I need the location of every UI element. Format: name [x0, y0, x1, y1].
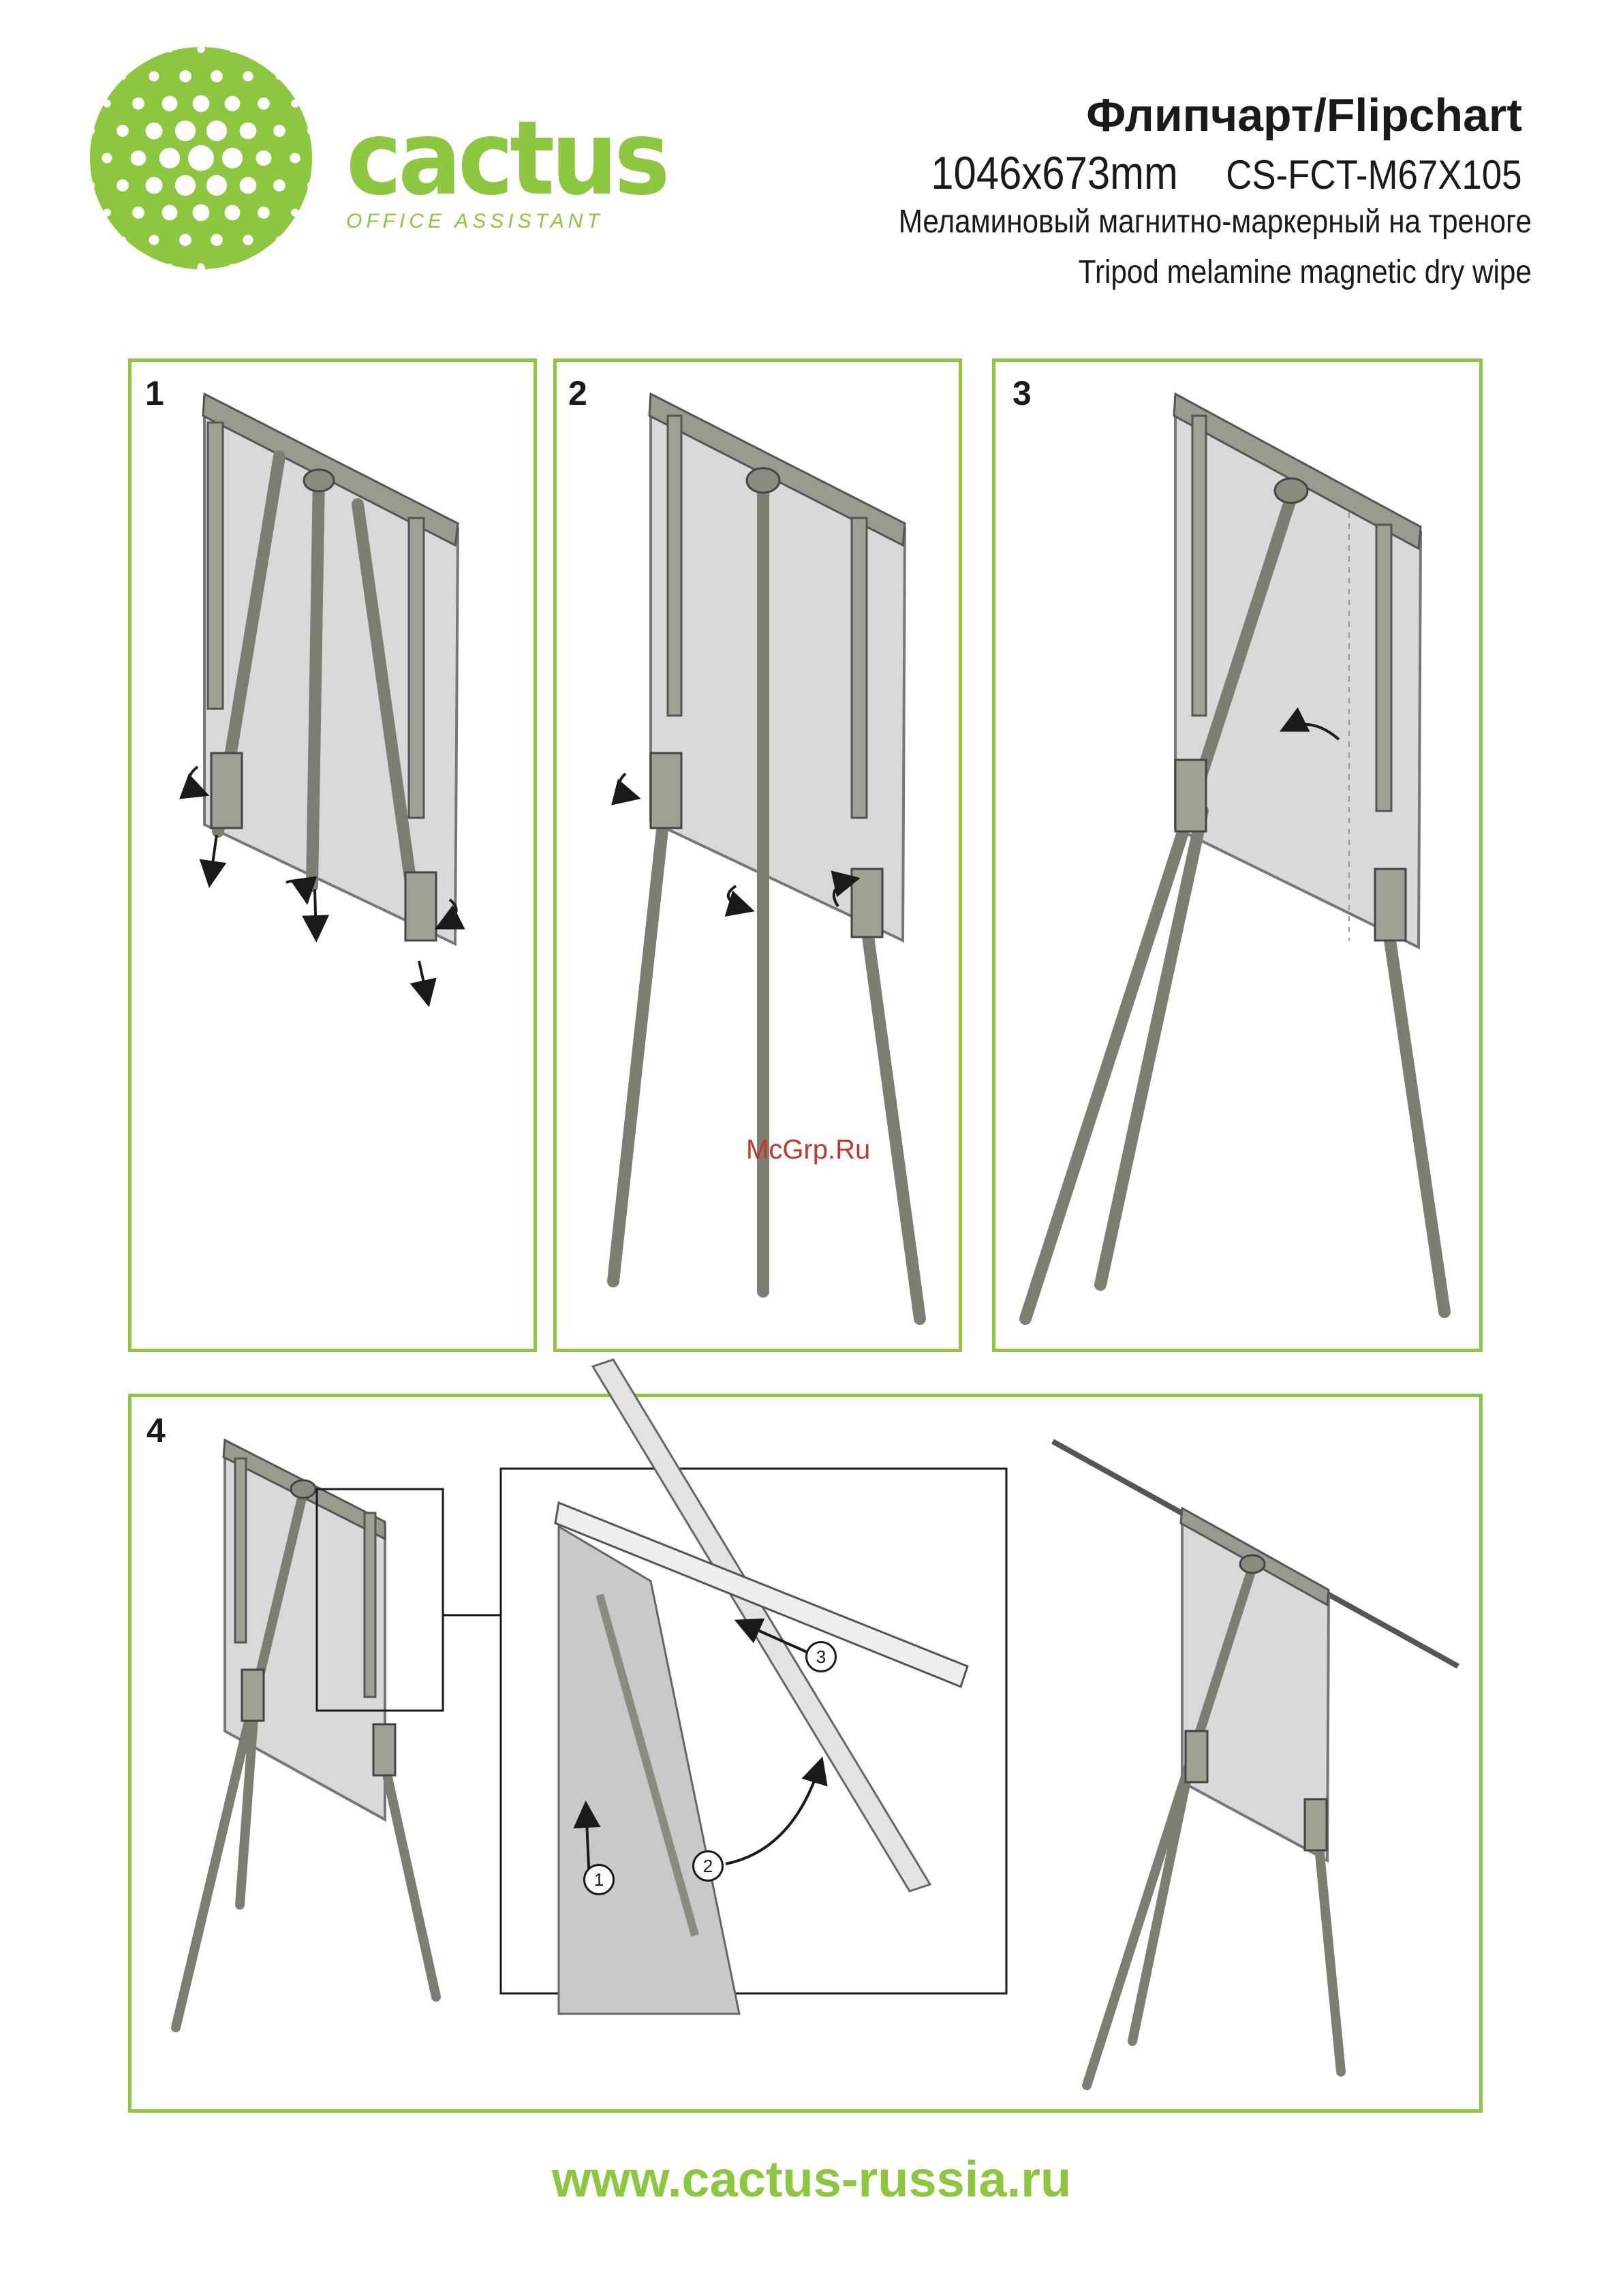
- footer-url-link[interactable]: www.cactus-russia.ru: [0, 2150, 1623, 2208]
- callout-1: 1: [583, 1864, 615, 1895]
- step-3-illustration: [1025, 394, 1444, 1319]
- step-2-illustration: [613, 394, 920, 1319]
- step-2-number: 2: [568, 373, 587, 413]
- step-4-detail: [501, 1360, 1006, 2106]
- step-1-illustration: [189, 394, 458, 1002]
- step-1-number: 1: [145, 373, 164, 413]
- callout-2: 2: [692, 1850, 724, 1882]
- callout-3: 3: [805, 1641, 837, 1672]
- watermark-text: McGrp.Ru: [746, 1135, 870, 1165]
- step-3-number: 3: [1013, 373, 1032, 413]
- step-4-number: 4: [146, 1411, 166, 1450]
- step-4-final-illustration: [1053, 1441, 1458, 2085]
